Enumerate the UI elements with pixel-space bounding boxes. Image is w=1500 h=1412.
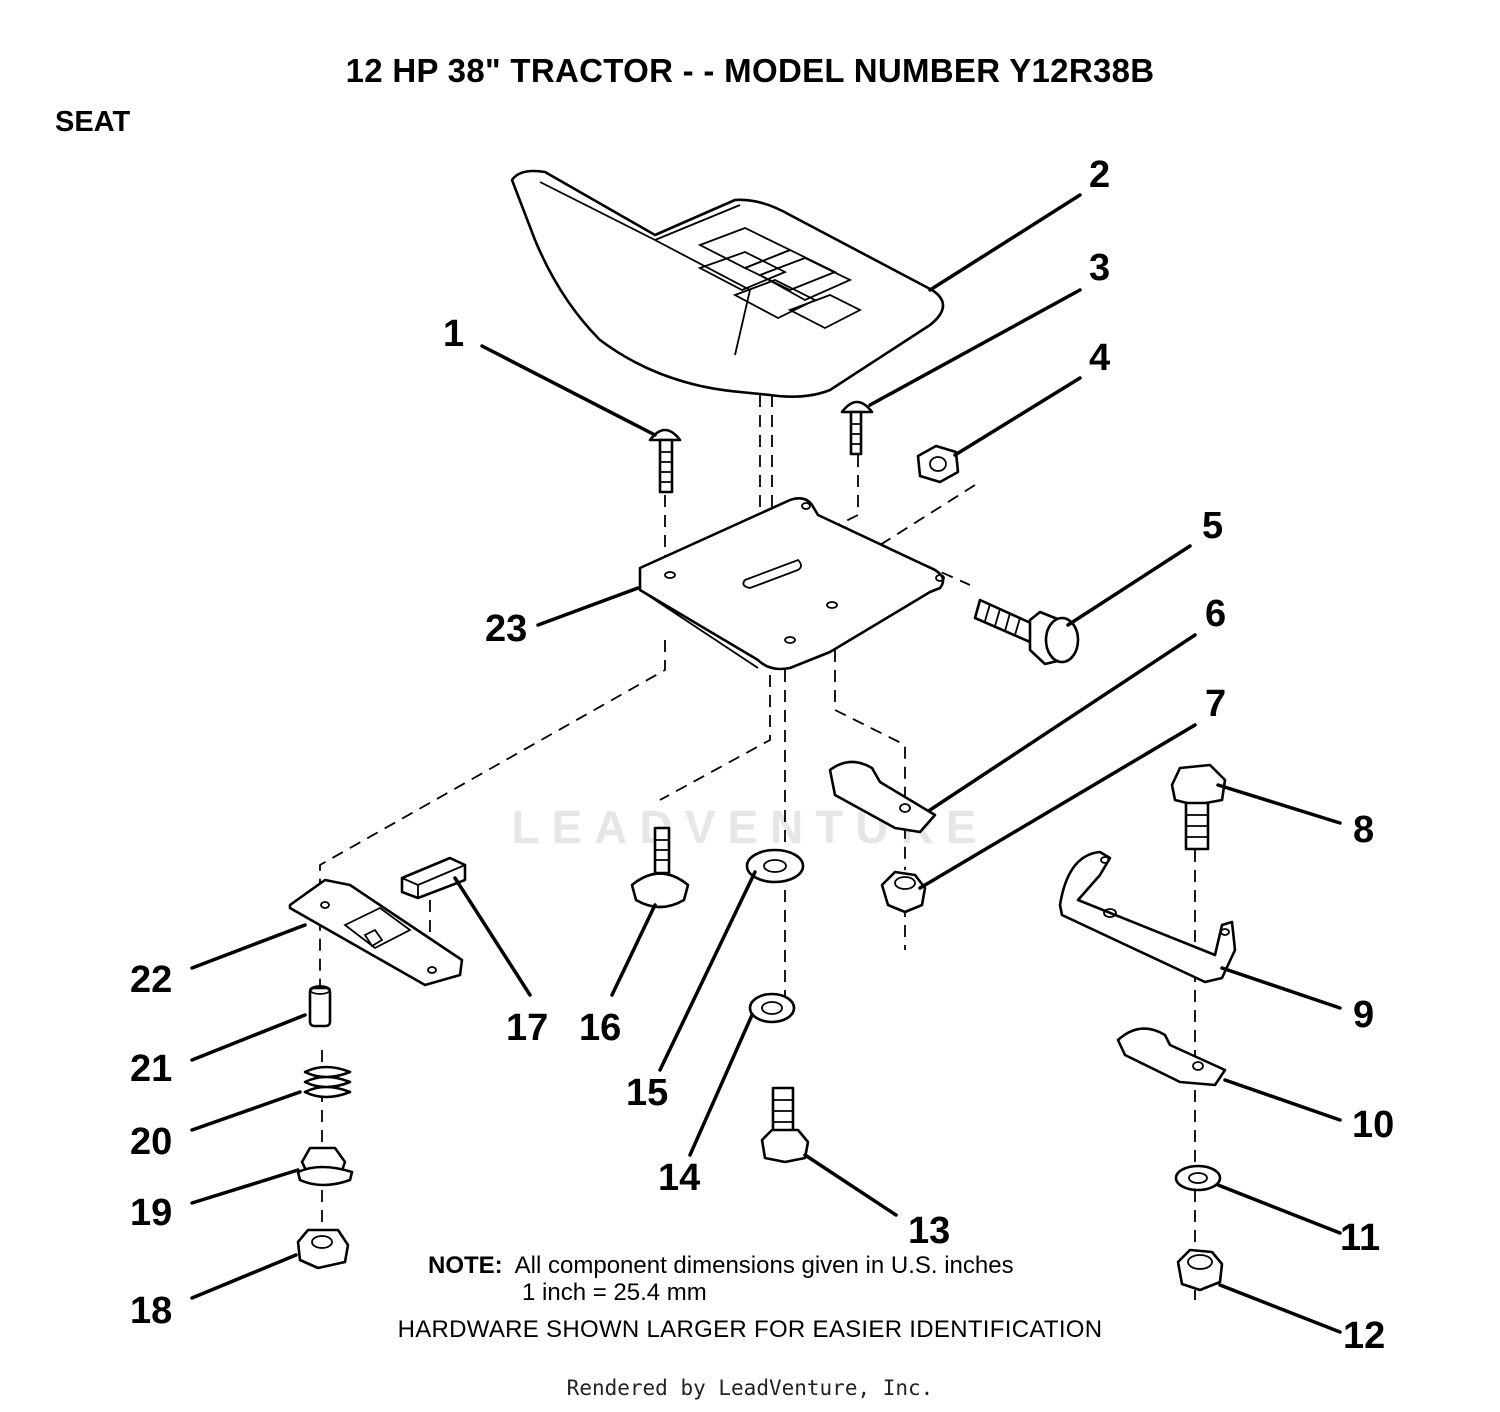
lock-washer-part <box>748 992 796 1024</box>
washer-part-11 <box>1174 1164 1222 1192</box>
hex-bolt-part-13 <box>760 1086 810 1164</box>
note-line-2: 1 inch = 25.4 mm <box>522 1279 707 1306</box>
callout-16: 16 <box>579 1007 621 1049</box>
callout-8: 8 <box>1353 809 1374 851</box>
callout-6: 6 <box>1205 593 1226 635</box>
callout-10: 10 <box>1352 1104 1394 1146</box>
callout-23: 23 <box>485 608 527 650</box>
spring-clip-part <box>828 760 937 834</box>
callout-17: 17 <box>506 1007 548 1049</box>
callout-13: 13 <box>908 1210 950 1252</box>
hex-nut-part <box>916 444 960 484</box>
spring-part <box>303 1065 352 1099</box>
callout-18: 18 <box>130 1290 172 1332</box>
callout-4: 4 <box>1089 337 1110 379</box>
callout-20: 20 <box>130 1121 172 1163</box>
leader-lines <box>190 193 1342 1334</box>
footer-credit: Rendered by LeadVenture, Inc. <box>566 1376 934 1400</box>
callout-22: 22 <box>130 959 172 1001</box>
key-part <box>400 856 467 900</box>
callout-15: 15 <box>626 1072 668 1114</box>
note-hardware-text: HARDWARE SHOWN LARGER FOR EASIER IDENTIF… <box>397 1316 1103 1343</box>
callout-7: 7 <box>1205 683 1226 725</box>
callout-numbers: 1 2 3 4 5 6 7 8 9 10 11 12 13 14 15 16 1… <box>130 154 1394 1357</box>
hex-bolt-part <box>1170 763 1227 851</box>
callout-5: 5 <box>1202 505 1223 547</box>
callout-21: 21 <box>130 1048 172 1090</box>
clip-part <box>1116 1027 1227 1087</box>
flange-nut-part-18 <box>296 1228 350 1270</box>
callout-12: 12 <box>1343 1315 1385 1357</box>
callout-2: 2 <box>1089 154 1110 196</box>
shoulder-bolt-part <box>630 826 690 909</box>
seat-plate-part <box>638 497 945 671</box>
callout-11: 11 <box>1340 1217 1380 1259</box>
callout-19: 19 <box>130 1192 172 1234</box>
flange-nut-part <box>296 1146 354 1187</box>
flat-washer-part <box>745 848 805 884</box>
callout-1: 1 <box>443 313 464 355</box>
lock-nut-part <box>880 870 927 914</box>
note-label: NOTE: <box>428 1252 503 1279</box>
round-head-screw-part <box>840 400 874 456</box>
carriage-bolt-part <box>648 428 682 494</box>
page-title: 12 HP 38" TRACTOR - - MODEL NUMBER Y12R3… <box>345 52 1155 89</box>
seat-part <box>510 169 945 398</box>
callout-14: 14 <box>658 1157 700 1199</box>
section-label: SEAT <box>55 106 131 138</box>
pin-part <box>308 985 332 1028</box>
lock-nut-part-12 <box>1176 1248 1224 1292</box>
note-text-dimensions: All component dimensions given in U.S. i… <box>514 1252 1014 1279</box>
hex-flange-bolt-part <box>973 598 1080 666</box>
callout-9: 9 <box>1353 994 1374 1036</box>
bracket-part <box>1058 850 1237 984</box>
note-line-1: NOTE: All component dimensions given in U… <box>428 1252 1014 1280</box>
latch-plate-part <box>288 878 464 987</box>
callout-3: 3 <box>1089 247 1110 289</box>
